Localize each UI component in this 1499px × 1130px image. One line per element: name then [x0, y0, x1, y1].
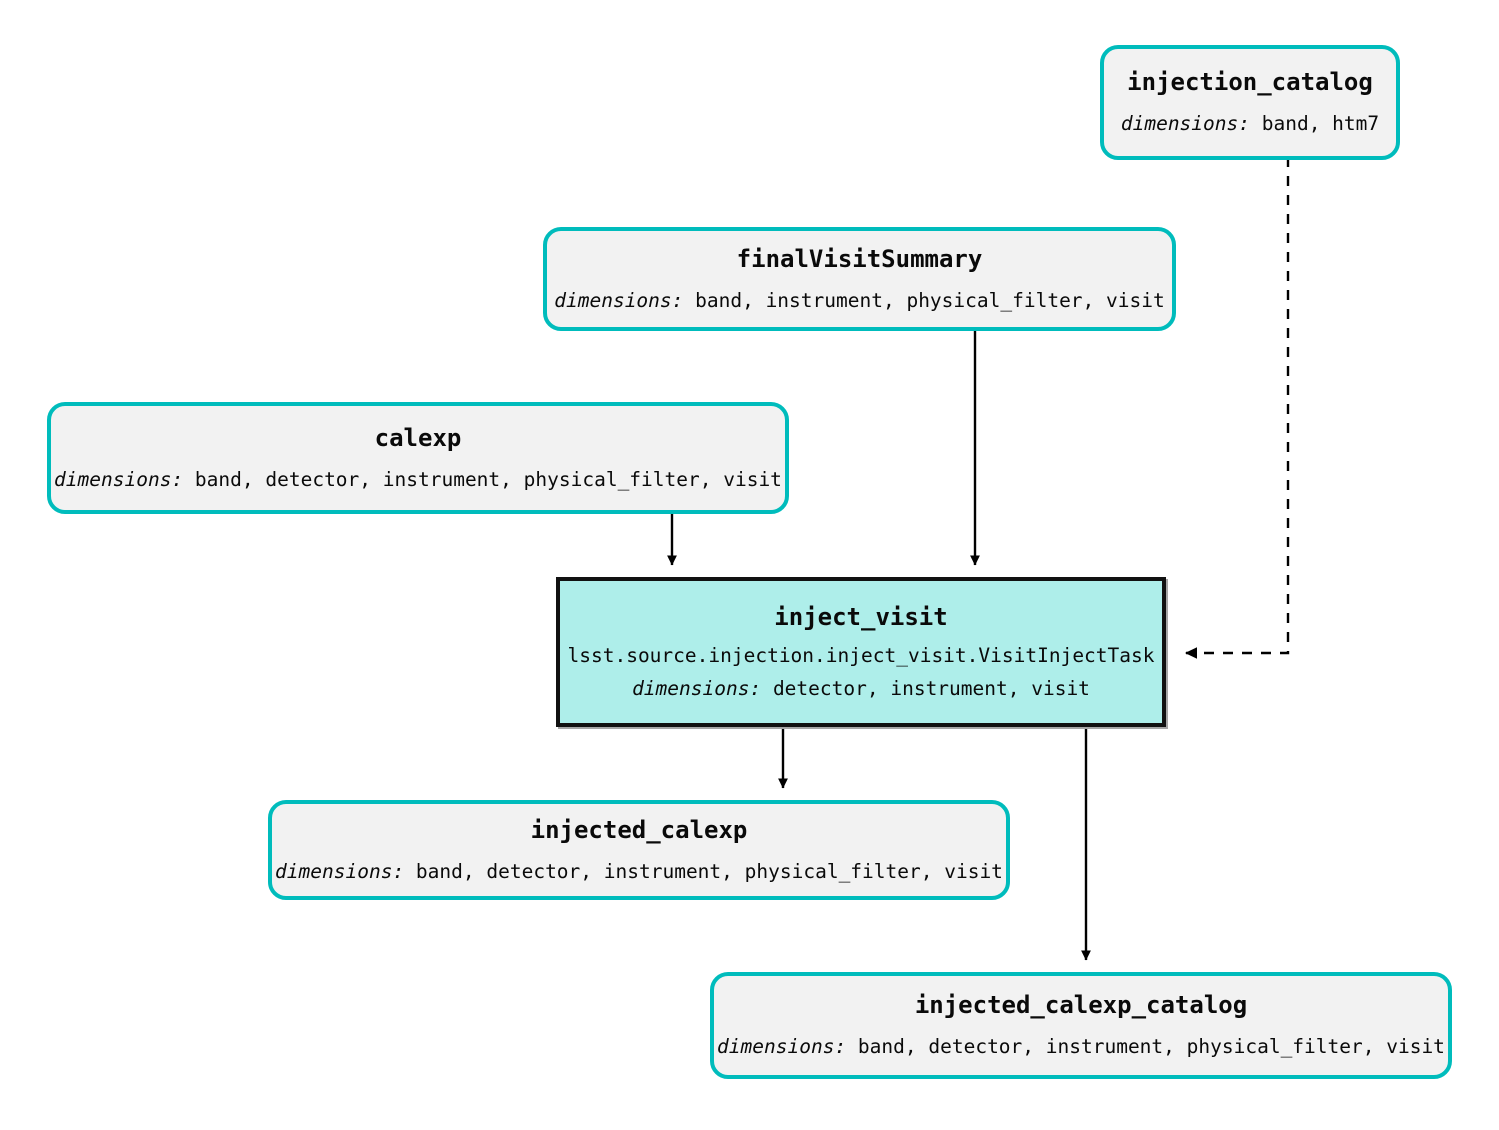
dimensions-value: band, htm7	[1250, 112, 1380, 136]
dimensions-label: dimensions:	[54, 467, 184, 491]
node-dimensions-injection-catalog: dimensions: band, htm7	[1120, 112, 1380, 136]
dimensions-value: band, detector, instrument, physical_fil…	[404, 859, 1003, 883]
node-title-inject-visit: inject_visit	[774, 602, 948, 631]
dimensions-value: band, detector, instrument, physical_fil…	[846, 1035, 1445, 1059]
dimensions-value: band, detector, instrument, physical_fil…	[183, 467, 782, 491]
node-title-injected-calexp: injected_calexp	[530, 815, 748, 844]
node-dimensions-final-visit-summary: dimensions: band, instrument, physical_f…	[554, 288, 1165, 312]
node-title-injected-calexp-catalog: injected_calexp_catalog	[914, 991, 1248, 1020]
node-title-injection-catalog: injection_catalog	[1127, 68, 1373, 97]
node-inject-visit-task[interactable]: inject_visit lsst.source.injection.injec…	[556, 577, 1166, 727]
node-title-calexp: calexp	[374, 423, 462, 452]
node-injected-calexp[interactable]: injected_calexp dimensions: band, detect…	[268, 800, 1010, 900]
dimensions-label: dimensions:	[554, 288, 684, 312]
node-dimensions-injected-calexp: dimensions: band, detector, instrument, …	[275, 859, 1003, 883]
node-calexp[interactable]: calexp dimensions: band, detector, instr…	[47, 402, 789, 514]
edge-injection-catalog-to-inject-visit	[1185, 157, 1290, 659]
node-injection-catalog[interactable]: injection_catalog dimensions: band, htm7	[1100, 45, 1400, 160]
node-dimensions-calexp: dimensions: band, detector, instrument, …	[54, 467, 782, 491]
node-task-class-inject-visit: lsst.source.injection.inject_visit.Visit…	[567, 644, 1155, 668]
dimensions-label: dimensions:	[632, 676, 762, 700]
node-dimensions-inject-visit: dimensions: detector, instrument, visit	[632, 676, 1090, 700]
dimensions-label: dimensions:	[275, 859, 405, 883]
dimensions-label: dimensions:	[1120, 112, 1250, 136]
dimensions-value: band, instrument, physical_filter, visit	[683, 288, 1165, 312]
dimensions-value: detector, instrument, visit	[761, 676, 1090, 700]
node-dimensions-injected-calexp-catalog: dimensions: band, detector, instrument, …	[717, 1035, 1445, 1059]
node-title-final-visit-summary: finalVisitSummary	[736, 244, 983, 273]
dimensions-label: dimensions:	[717, 1035, 847, 1059]
node-injected-calexp-catalog[interactable]: injected_calexp_catalog dimensions: band…	[710, 972, 1452, 1079]
node-final-visit-summary[interactable]: finalVisitSummary dimensions: band, inst…	[543, 227, 1176, 331]
